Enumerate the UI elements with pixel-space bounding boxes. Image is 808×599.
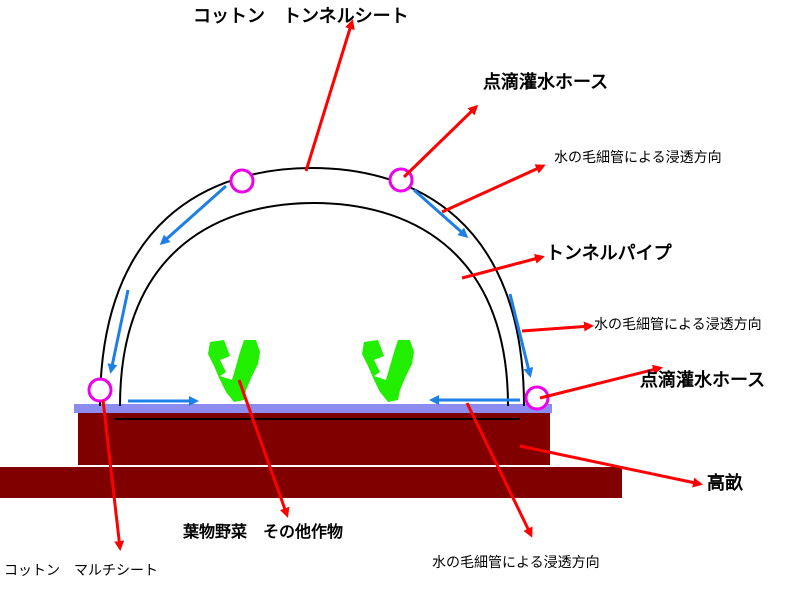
pointer-crops <box>237 379 290 518</box>
label-capillary-1: 水の毛細管による浸透方向 <box>554 150 722 166</box>
flow-arrow <box>159 184 227 245</box>
label-capillary-3: 水の毛細管による浸透方向 <box>432 555 600 571</box>
tunnel-pipe <box>119 201 509 407</box>
pointer-drip-hose-right <box>539 364 663 400</box>
plant-left <box>208 340 260 402</box>
label-raised-bed: 高畝 <box>707 473 743 494</box>
drip-hoses <box>87 167 550 411</box>
raised-bed <box>78 413 550 465</box>
pointer-tunnel-sheet <box>304 19 355 172</box>
drip-hose-left-top <box>229 168 255 194</box>
plant-right <box>362 340 414 402</box>
label-tunnel-pipe: トンネルパイプ <box>546 243 672 264</box>
pointer-capillary-2 <box>521 321 594 333</box>
capillary-flow-arrows <box>107 184 534 406</box>
pointer-drip-hose-top <box>402 104 479 179</box>
flow-arrow <box>413 188 469 238</box>
ground-base <box>0 467 622 498</box>
label-pointers <box>101 19 703 551</box>
pointer-tunnel-pipe <box>461 253 545 280</box>
label-drip-hose-right: 点滴灌水ホース <box>640 370 766 391</box>
label-tunnel-sheet: コットン トンネルシート <box>193 6 409 27</box>
label-capillary-2: 水の毛細管による浸透方向 <box>594 317 762 333</box>
pointer-mulch-sheet <box>101 399 125 551</box>
tunnel-sheet <box>99 166 525 407</box>
label-mulch-sheet: コットン マルチシート <box>4 563 158 579</box>
pointer-capillary-1 <box>441 164 546 214</box>
flow-arrow <box>107 289 130 374</box>
drip-hose-right-bottom <box>524 385 550 411</box>
label-crops: 葉物野菜 その他作物 <box>183 522 344 541</box>
mulch-sheet <box>74 404 552 413</box>
pointer-raised-bed <box>519 444 703 488</box>
pointer-capillary-3 <box>465 402 533 538</box>
flow-arrow <box>508 293 534 378</box>
label-drip-hose-top: 点滴灌水ホース <box>483 72 609 93</box>
drip-hose-left-bottom <box>87 377 113 403</box>
